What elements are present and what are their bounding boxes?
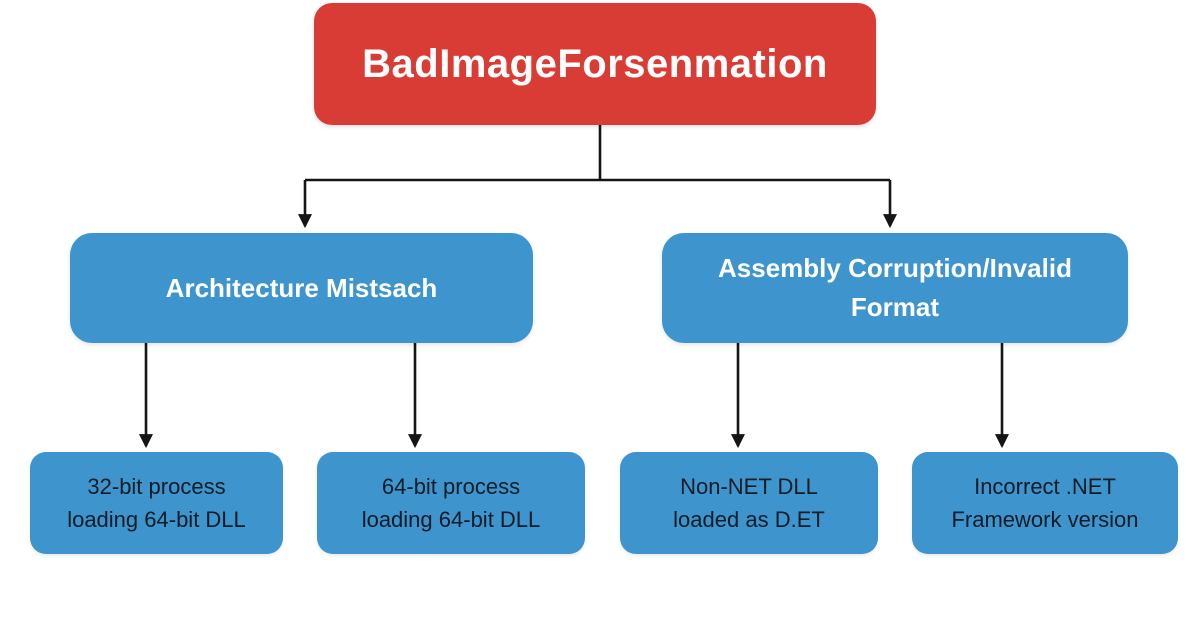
- node-incorrect-framework-line2: Framework version: [951, 507, 1139, 532]
- node-architecture-label-line1: Architecture Mistsach: [165, 272, 438, 303]
- node-non-net-dll-label: Non-NET DLL loaded as D.ET: [673, 470, 825, 536]
- node-assembly-label-line2: Format: [850, 292, 940, 322]
- node-non-net-dll: Non-NET DLL loaded as D.ET: [620, 452, 878, 554]
- node-assembly-corruption: Assembly Corruption/Invalid Format: [662, 233, 1128, 343]
- node-32bit-process-line1: 32-bit process: [87, 474, 226, 499]
- node-architecture-mismatch: Architecture Mistsach: [70, 233, 533, 343]
- node-64bit-process-line2: loading 64-bit DLL: [361, 507, 541, 532]
- node-64bit-process-label: 64-bit process loading 64-bit DLL: [362, 470, 541, 536]
- node-root-label: BadImageForsenmation: [362, 42, 828, 87]
- node-64bit-process: 64-bit process loading 64-bit DLL: [317, 452, 585, 554]
- node-root-badimageformat: BadImageForsenmation: [314, 3, 876, 125]
- node-incorrect-framework: Incorrect .NET Framework version: [912, 452, 1178, 554]
- node-32bit-process-label: 32-bit process loading 64-bit DLL: [67, 470, 246, 536]
- node-assembly-label-line1: Assembly Corruption/Invalid: [718, 253, 1072, 283]
- node-non-net-dll-line1: Non-NET DLL: [680, 474, 818, 499]
- node-architecture-label: Architecture Mistsach: [166, 269, 438, 308]
- node-incorrect-framework-line1: Incorrect .NET: [974, 474, 1116, 499]
- node-non-net-dll-line2: loaded as D.ET: [673, 507, 825, 532]
- node-incorrect-framework-label: Incorrect .NET Framework version: [951, 470, 1138, 536]
- node-root-label-line1: BadImageForsenmation: [362, 41, 828, 86]
- node-64bit-process-line1: 64-bit process: [381, 474, 521, 499]
- node-assembly-label: Assembly Corruption/Invalid Format: [718, 249, 1072, 327]
- node-32bit-process-line2: loading 64-bit DLL: [67, 507, 246, 532]
- node-32bit-process: 32-bit process loading 64-bit DLL: [30, 452, 283, 554]
